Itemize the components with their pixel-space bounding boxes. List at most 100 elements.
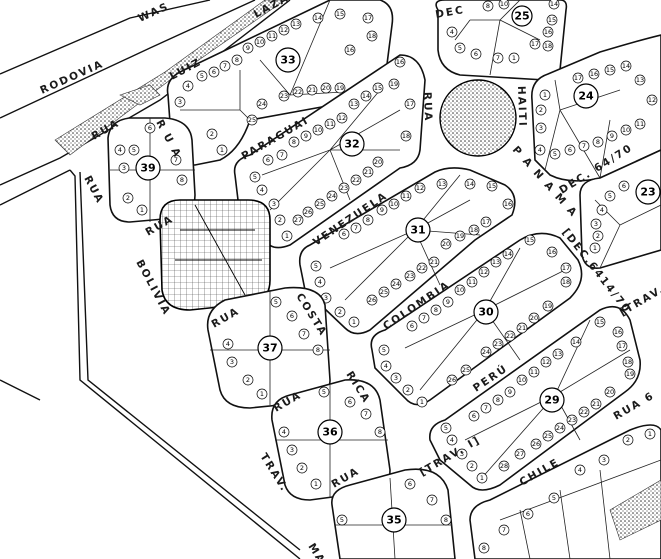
svg-text:5: 5: [382, 346, 386, 354]
svg-text:26: 26: [532, 440, 540, 448]
svg-text:18: 18: [368, 32, 376, 40]
svg-text:8: 8: [496, 396, 500, 404]
svg-text:14: 14: [362, 92, 370, 100]
svg-text:13: 13: [554, 350, 562, 358]
svg-text:5: 5: [274, 298, 278, 306]
svg-text:23: 23: [280, 92, 288, 100]
svg-text:1: 1: [420, 398, 424, 406]
svg-text:10: 10: [622, 126, 630, 134]
svg-text:17: 17: [364, 14, 372, 22]
svg-text:7: 7: [223, 62, 227, 70]
svg-text:1: 1: [648, 430, 652, 438]
svg-text:26: 26: [448, 376, 456, 384]
svg-text:18: 18: [544, 42, 552, 50]
block-23: 23 1 2 3 4 5 6: [579, 149, 661, 270]
svg-text:18: 18: [624, 358, 632, 366]
svg-text:14: 14: [466, 180, 474, 188]
svg-text:19: 19: [626, 370, 634, 378]
svg-text:17: 17: [531, 40, 539, 48]
svg-text:27: 27: [516, 450, 524, 458]
svg-text:8: 8: [292, 138, 296, 146]
svg-text:8: 8: [316, 346, 320, 354]
svg-text:7: 7: [302, 330, 306, 338]
svg-text:4: 4: [282, 428, 286, 436]
svg-text:7: 7: [354, 224, 358, 232]
svg-text:20: 20: [606, 388, 614, 396]
label-lazar: LAZA: [252, 0, 292, 21]
svg-text:21: 21: [518, 324, 526, 332]
svg-text:3: 3: [394, 374, 398, 382]
svg-text:14: 14: [314, 14, 322, 22]
svg-text:22: 22: [352, 176, 360, 184]
svg-text:4: 4: [578, 466, 582, 474]
label-rodovia: RODOVIA: [38, 58, 105, 97]
svg-text:24: 24: [392, 280, 400, 288]
svg-text:12: 12: [480, 268, 488, 276]
svg-text:4: 4: [600, 206, 604, 214]
block-36-number: 36: [322, 426, 338, 439]
svg-text:14: 14: [504, 250, 512, 258]
svg-text:26: 26: [368, 296, 376, 304]
svg-text:2: 2: [338, 308, 342, 316]
svg-text:5: 5: [608, 192, 612, 200]
svg-text:5: 5: [200, 72, 204, 80]
svg-text:16: 16: [504, 200, 512, 208]
svg-text:5: 5: [253, 173, 257, 181]
svg-text:4: 4: [450, 28, 454, 36]
svg-text:10: 10: [518, 376, 526, 384]
svg-text:2: 2: [278, 216, 282, 224]
svg-text:10: 10: [456, 286, 464, 294]
svg-text:13: 13: [492, 258, 500, 266]
svg-text:25: 25: [380, 288, 388, 296]
svg-text:10: 10: [500, 0, 508, 8]
block-25: 25 4 5 6 7 8 10 14 15 16 17 18 1: [435, 0, 568, 81]
svg-text:6: 6: [408, 480, 412, 488]
svg-text:7: 7: [280, 151, 284, 159]
svg-text:2: 2: [210, 130, 214, 138]
svg-text:12: 12: [338, 114, 346, 122]
svg-text:10: 10: [256, 38, 264, 46]
svg-text:24: 24: [258, 100, 266, 108]
svg-text:17: 17: [618, 342, 626, 350]
svg-text:3: 3: [602, 456, 606, 464]
svg-text:3: 3: [460, 450, 464, 458]
svg-text:9: 9: [380, 206, 384, 214]
svg-text:16: 16: [590, 70, 598, 78]
svg-text:15: 15: [548, 16, 556, 24]
svg-text:23: 23: [494, 340, 502, 348]
svg-text:8: 8: [444, 516, 448, 524]
block-29-number: 29: [544, 394, 559, 407]
block-25-label: [511, 5, 533, 27]
svg-text:7: 7: [502, 526, 506, 534]
svg-text:24: 24: [556, 424, 564, 432]
svg-text:6: 6: [474, 50, 478, 58]
block-30: 30 1 2 3 4 5 6 7 8 9 10 11 12 13 14 15 1…: [370, 232, 583, 408]
svg-text:5: 5: [444, 424, 448, 432]
svg-text:25: 25: [544, 432, 552, 440]
block-35: 35 5 6 7 8: [331, 468, 456, 559]
block-33-number: 33: [280, 54, 295, 67]
svg-text:27: 27: [294, 216, 302, 224]
svg-text:6: 6: [568, 146, 572, 154]
block-35-number: 35: [386, 514, 401, 527]
svg-text:15: 15: [606, 66, 614, 74]
svg-text:6: 6: [290, 312, 294, 320]
dense-grid-block: [159, 199, 271, 311]
svg-text:7: 7: [582, 142, 586, 150]
svg-text:15: 15: [336, 10, 344, 18]
svg-text:7: 7: [484, 404, 488, 412]
svg-text:6: 6: [410, 322, 414, 330]
svg-text:18: 18: [402, 132, 410, 140]
block-32-number: 32: [344, 138, 359, 151]
svg-text:4: 4: [186, 82, 190, 90]
svg-text:21: 21: [308, 86, 316, 94]
svg-text:19: 19: [336, 84, 344, 92]
label-dec-top: DEC: [434, 4, 465, 21]
svg-text:19: 19: [544, 302, 552, 310]
svg-text:22: 22: [580, 408, 588, 416]
svg-text:10: 10: [390, 200, 398, 208]
svg-text:5: 5: [553, 150, 557, 158]
svg-text:10: 10: [314, 126, 322, 134]
block-39: 39 1 2 3 4 5 6 7 8: [107, 117, 196, 223]
